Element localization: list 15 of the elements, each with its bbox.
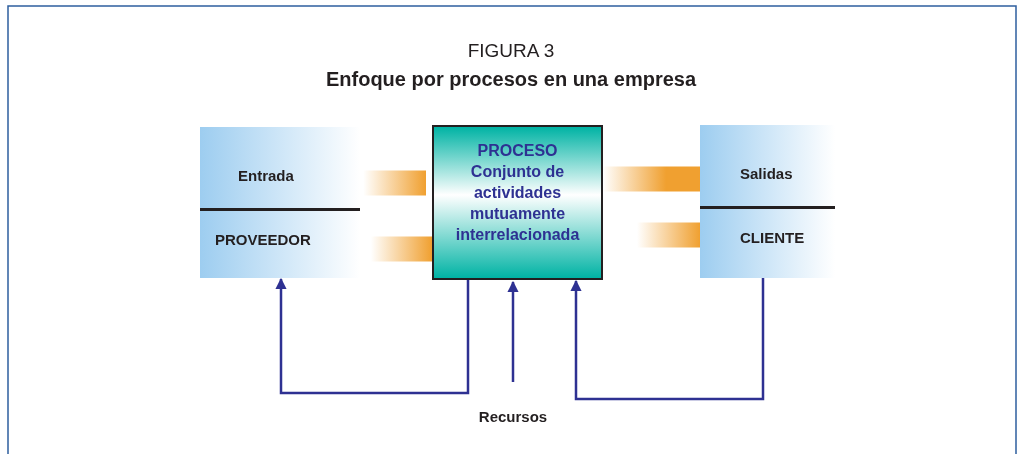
arrow bbox=[570, 278, 765, 401]
figure-heading: Enfoque por procesos en una empresa bbox=[324, 68, 698, 91]
flow-label: Salidas bbox=[740, 165, 793, 182]
customer-box bbox=[700, 125, 835, 278]
arrow bbox=[507, 280, 519, 382]
process-box bbox=[432, 125, 603, 280]
supplier-box bbox=[200, 127, 360, 278]
arrow bbox=[275, 277, 470, 395]
resources-label: Recursos bbox=[477, 408, 549, 425]
party-label: PROVEEDOR bbox=[215, 231, 311, 248]
process-description: PROCESO Conjunto de actividades mutuamente interrelacionada bbox=[454, 141, 581, 245]
party-label: CLIENTE bbox=[740, 229, 805, 246]
flow-label: Entrada bbox=[238, 167, 294, 184]
flow-bar bbox=[603, 166, 700, 192]
figure-title: FIGURA 3 bbox=[466, 40, 556, 62]
